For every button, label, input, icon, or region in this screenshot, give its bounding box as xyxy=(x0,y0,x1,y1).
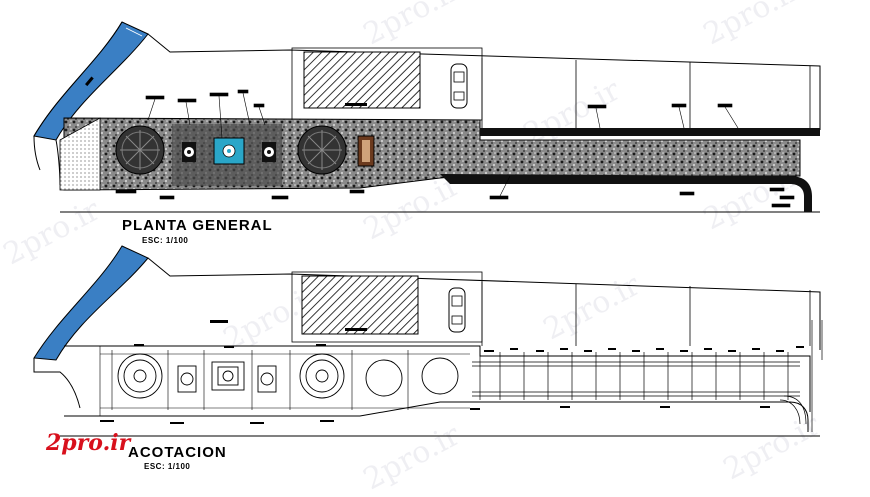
building-hatched xyxy=(301,275,419,335)
car-icon xyxy=(450,63,468,109)
bench xyxy=(182,142,196,162)
plan-general xyxy=(33,21,821,213)
car-icon xyxy=(448,287,466,333)
dimension-plan-scale: ESC: 1/100 xyxy=(144,462,191,471)
planter-circle xyxy=(299,353,345,399)
planter-circle xyxy=(297,125,347,175)
planter-circle xyxy=(365,357,459,397)
annotation-leaders xyxy=(115,89,795,208)
fountain xyxy=(213,137,245,165)
fountain xyxy=(211,361,245,391)
water-channel xyxy=(33,245,149,361)
dimension-grid xyxy=(472,320,823,432)
bench xyxy=(177,365,277,393)
plan-general-title: PLANTA GENERAL xyxy=(122,217,273,234)
building-hatched xyxy=(303,51,421,109)
dimension-lines xyxy=(100,350,470,410)
dimension-plan-title: ACOTACION xyxy=(128,444,227,461)
pergola xyxy=(357,135,375,167)
dimension-plan xyxy=(33,245,823,437)
bench xyxy=(262,142,276,162)
plan-general-scale: ESC: 1/100 xyxy=(142,236,189,245)
site-boundary xyxy=(33,21,123,137)
annotation-leaders xyxy=(134,320,326,348)
dimension-ticks xyxy=(100,346,804,424)
planter-circle xyxy=(115,125,165,175)
brand-logo: 2pro.ir xyxy=(46,430,131,456)
planter-circle xyxy=(117,353,163,399)
